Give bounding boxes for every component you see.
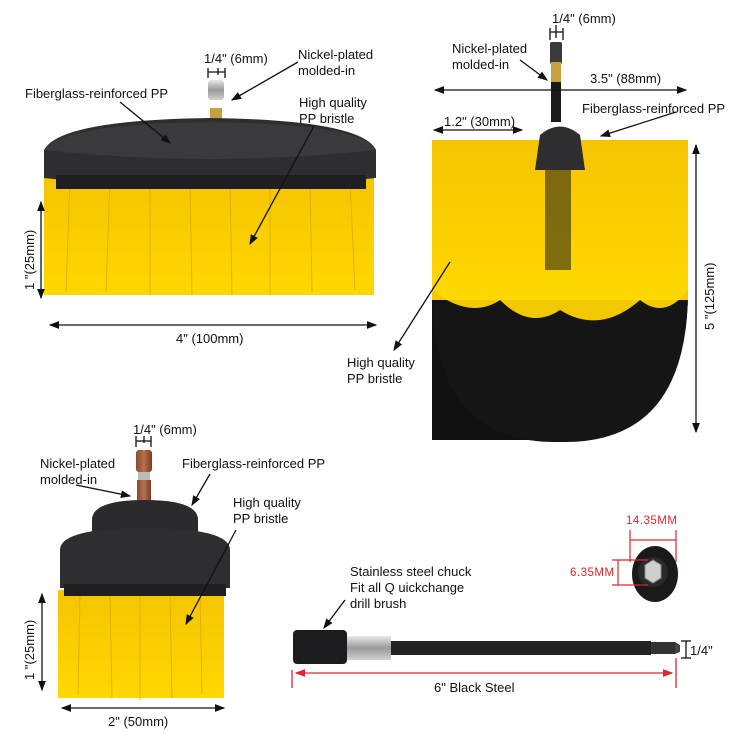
ball-brush-diameter-dimension: 3.5" (88mm) xyxy=(590,71,662,86)
brush-2in-bristle-label-2: PP bristle xyxy=(233,511,289,526)
brush-4in-bristle-label-1: High quality xyxy=(299,95,367,110)
extension-bar-illustration xyxy=(293,630,680,664)
brush-4in-shank-label-1: Nickel-plated xyxy=(298,47,374,62)
chuck-label-2: Fit all Q uickchange xyxy=(350,580,465,595)
socket-end-view xyxy=(632,546,678,602)
brush-4in-shank-dimension: 1/4" (6mm) xyxy=(204,51,268,66)
chuck-label-1: Stainless steel chuck xyxy=(350,564,472,579)
brush-2in-illustration xyxy=(58,450,230,700)
ball-brush-shank-dimension: 1/4" (6mm) xyxy=(552,11,616,26)
brush-2in-shank-label-1: Nickel-plated xyxy=(40,456,116,471)
ball-brush-base-label: Fiberglass-reinforced PP xyxy=(582,101,726,116)
brush-4in-bristle-label-2: PP bristle xyxy=(299,111,355,126)
ball-brush-shank-label-1: Nickel-plated xyxy=(452,41,528,56)
brush-4in-width-dimension: 4" (100mm) xyxy=(176,331,244,346)
brush-2in-shank-label-2: molded-in xyxy=(40,472,98,487)
brush-2in-height-dimension: 1 "(25mm) xyxy=(22,619,37,680)
brush-2in-shank-dimension: 1/4" (6mm) xyxy=(133,422,197,437)
brush-4in-base-label: Fiberglass-reinforced PP xyxy=(25,86,169,101)
brush-2in-width-dimension: 2" (50mm) xyxy=(108,714,169,729)
ball-brush-illustration xyxy=(432,42,688,443)
ball-brush-height-dimension: 5 "(125mm) xyxy=(702,262,717,330)
brush-2in-bristle-label-1: High quality xyxy=(233,495,301,510)
ball-brush-shank-label-2: molded-in xyxy=(452,57,510,72)
brush-2in-base-label: Fiberglass-reinforced PP xyxy=(182,456,326,471)
brush-4in-illustration xyxy=(44,80,376,296)
extension-length-dimension: 6" Black Steel xyxy=(434,680,515,695)
brush-4in-shank-label-2: molded-in xyxy=(298,63,356,78)
ball-brush-hub-dimension: 1.2" (30mm) xyxy=(444,114,516,129)
ball-brush-bristle-label-1: High quality xyxy=(347,355,415,370)
socket-inner-dimension: 6.35MM xyxy=(570,567,615,579)
socket-outer-dimension: 14.35MM xyxy=(626,515,678,527)
chuck-label-3: drill brush xyxy=(350,596,407,611)
extension-hex-dimension: 1/4" xyxy=(690,643,713,658)
ball-brush-bristle-label-2: PP bristle xyxy=(347,371,403,386)
brush-4in-height-dimension: 1 "(25mm) xyxy=(22,229,37,290)
